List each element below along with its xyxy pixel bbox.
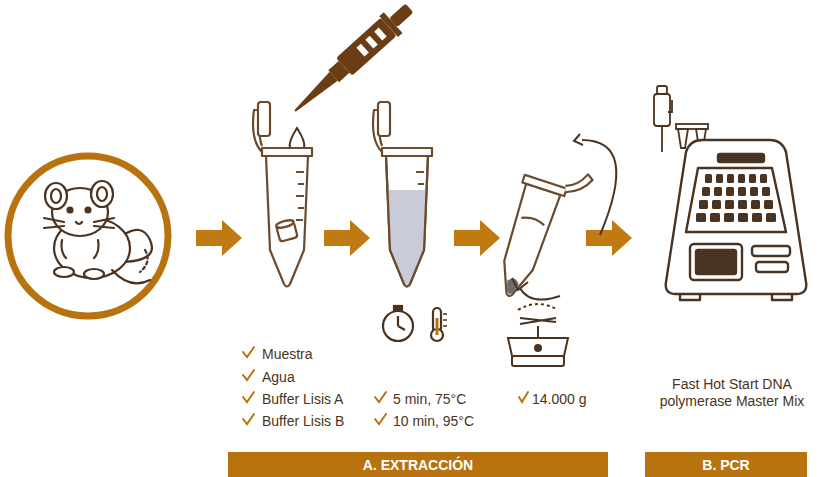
spin-arrows <box>512 134 616 300</box>
well <box>738 174 745 183</box>
well <box>727 174 734 183</box>
checklist-item: Muestra <box>262 346 313 363</box>
well <box>699 200 708 209</box>
well <box>760 174 767 183</box>
well <box>749 174 756 183</box>
centrifuged-tube <box>488 156 594 310</box>
section-band: A. EXTRACCIÓN <box>228 452 608 477</box>
section-title: B. PCR <box>694 457 757 473</box>
well <box>705 174 712 183</box>
condition-text: 5 min, 75°C <box>393 391 466 408</box>
tube-with-liquid <box>373 102 432 287</box>
reagent-text: Fast Hot Start DNA polymerase Master Mix <box>644 376 820 410</box>
well <box>726 187 734 196</box>
well <box>724 213 734 222</box>
section-band: B. PCR <box>645 452 807 477</box>
well <box>751 200 760 209</box>
well <box>762 187 770 196</box>
tube <box>253 102 312 287</box>
well <box>738 200 747 209</box>
well <box>752 213 762 222</box>
thermometer-icon <box>431 308 447 341</box>
well <box>712 200 721 209</box>
rat-illustration <box>8 156 168 316</box>
well <box>750 187 758 196</box>
well <box>716 174 723 183</box>
section-title: A. EXTRACCIÓN <box>355 457 481 473</box>
well <box>714 187 722 196</box>
well <box>696 213 706 222</box>
pipette <box>286 0 419 121</box>
thermocycler <box>666 140 807 300</box>
speed-text: 14.000 g <box>532 391 587 408</box>
clock-icon <box>383 306 413 341</box>
well <box>738 213 748 222</box>
well <box>766 213 776 222</box>
check-marks <box>243 347 528 424</box>
well <box>738 187 746 196</box>
well <box>702 187 710 196</box>
checklist-item: Buffer Lisis A <box>262 391 343 408</box>
checklist-item: Agua <box>262 369 295 386</box>
condition-text: 10 min, 95°C <box>393 413 474 430</box>
well <box>764 200 773 209</box>
centrifuge-icon <box>508 304 568 366</box>
well <box>710 213 720 222</box>
well <box>725 200 734 209</box>
checklist-item: Buffer Lisis B <box>262 413 344 430</box>
